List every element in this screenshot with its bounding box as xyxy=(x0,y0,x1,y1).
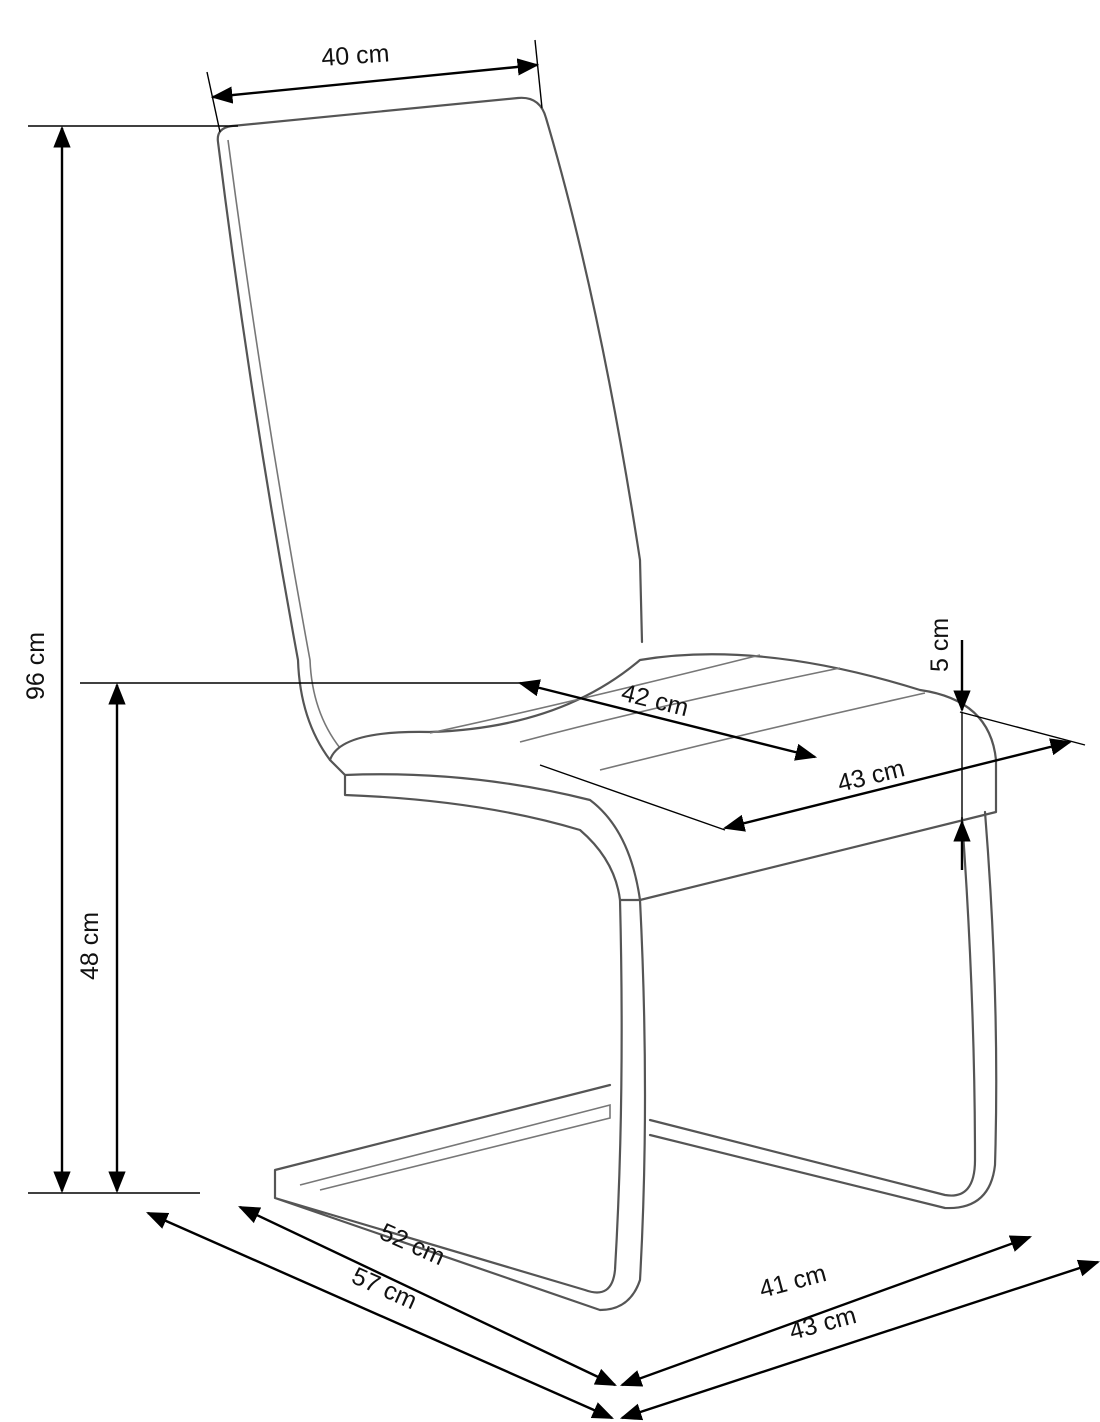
extension-line xyxy=(534,39,543,109)
label-total-height: 96 cm xyxy=(22,632,50,700)
label-base-depth: 52 cm xyxy=(376,1218,450,1271)
label-backrest-width: 40 cm xyxy=(320,39,390,72)
depth-57-arrow xyxy=(146,1211,614,1420)
width-43-base-arrow xyxy=(619,1259,1100,1421)
extension-line xyxy=(959,711,1086,746)
seat-outline xyxy=(328,653,998,902)
front-leg-frame xyxy=(273,898,647,1312)
base-inner xyxy=(299,1103,611,1191)
width-40-arrow xyxy=(210,58,540,104)
width-43-seat-arrow xyxy=(722,738,1073,832)
label-seat-thickness: 5 cm xyxy=(926,618,954,672)
label-total-width: 43 cm xyxy=(786,1301,859,1346)
seat-side xyxy=(343,773,642,902)
label-base-width: 41 cm xyxy=(756,1259,829,1304)
label-seat-height: 48 cm xyxy=(76,912,104,980)
backrest-outline xyxy=(216,96,644,762)
right-leg-frame xyxy=(648,810,998,1210)
dimension-lines xyxy=(28,39,1100,1421)
backrest-inner-edge xyxy=(227,139,341,749)
extension-line xyxy=(206,71,221,133)
extension-line xyxy=(539,764,726,831)
